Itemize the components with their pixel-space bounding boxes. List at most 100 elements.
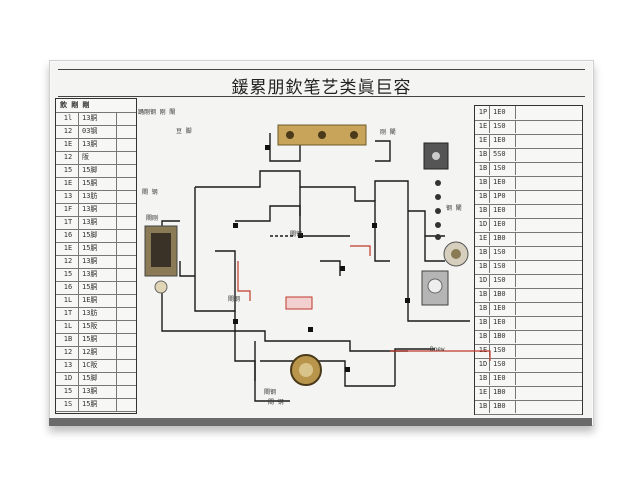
indicator-dot-5 [435, 234, 441, 240]
left-table-cell-value: 13胴 [80, 255, 117, 268]
indicator-dot-1 [435, 180, 441, 186]
title-top-rule [58, 69, 585, 70]
right-table-cell-value: 1E0 [491, 372, 516, 385]
left-table-cell-id: 1l [58, 112, 79, 125]
left-table-cell-id: 1D [58, 372, 79, 385]
indicator-dot-2 [435, 194, 441, 200]
left-table-cell-value: 15胴 [80, 398, 117, 411]
wire-right-vertical [374, 180, 409, 301]
right-table-cell-value: 1E0 [491, 204, 516, 217]
potentiometer-knob [451, 249, 461, 259]
wire-top-right [375, 140, 391, 162]
junction-8 [265, 145, 270, 150]
speaker-center [299, 363, 313, 377]
right-table-cell-value: 1B0 [491, 400, 516, 413]
right-table-cell-value: 1E0 [491, 316, 516, 329]
meter-dial [427, 278, 443, 294]
wiring-diagram [144, 124, 491, 402]
left-table-cell-id: 1B [58, 333, 79, 346]
left-table-cell-id: 1E [58, 138, 79, 151]
junction-6 [345, 367, 350, 372]
board-title: 鍰累朋欽笔艺类眞巨容 [231, 78, 412, 98]
right-table-cell-id: 1D [477, 218, 490, 231]
wire-lower-h [195, 330, 408, 352]
left-table-cell-id: 1L [58, 320, 79, 333]
label-bottom-right: Bnew [430, 346, 445, 353]
right-table-cell-id: 1E [477, 134, 490, 147]
right-table-cell-value: 1B0 [491, 330, 516, 343]
right-table-cell-id: 1B [477, 162, 490, 175]
left-table-cell-value: 13胴 [80, 268, 117, 281]
left-table-cell-value: 13胴 [80, 112, 117, 125]
left-table-cell-id: 15 [58, 385, 79, 398]
label-top-left: 踊剛钢 刚 閘 [138, 109, 176, 116]
right-table-cell-id: 1E [477, 120, 490, 133]
left-table-cell-id: 13 [58, 359, 79, 372]
wire-bottom-right [394, 348, 435, 386]
right-table-cell-value: 1B0 [491, 386, 516, 399]
right-table-cell-id: 1D [477, 274, 490, 287]
left-table-cell-value: 13肪 [80, 190, 117, 203]
left-table-cell-value: 03钢 [80, 125, 117, 138]
right-table-cell-value: 1E0 [491, 302, 516, 315]
junction-4 [233, 319, 238, 324]
title-bottom-rule [58, 96, 585, 97]
red-wire-bottom [390, 350, 491, 361]
terminal-screw-1 [286, 131, 294, 139]
left-table-cell-value: 15胴 [80, 281, 117, 294]
right-table-cell-id: 1B [477, 372, 490, 385]
toggle-switch-knob [432, 152, 440, 160]
wire-right-to-pot [424, 236, 445, 262]
left-table-cell-value: 13胴 [80, 138, 117, 151]
right-table-cell-value: 1S0 [491, 274, 516, 287]
wire-bottom [260, 360, 395, 387]
terminal-screw-3 [350, 131, 358, 139]
junction-9 [340, 266, 345, 271]
fuse-box [285, 296, 313, 310]
right-table-cell-id: 1B [477, 246, 490, 259]
left-table-cell-value: 13胴 [80, 216, 117, 229]
right-table-cell-id: 1P [477, 106, 490, 119]
indicator-dot-4 [435, 222, 441, 228]
right-table-cell-value: 1S0 [491, 246, 516, 259]
right-table-cell-id: 1B [477, 302, 490, 315]
left-table-cell-value: 12胴 [80, 346, 117, 359]
left-table-cell-id: 13 [58, 190, 79, 203]
right-table-cell-value: 1E0 [491, 218, 516, 231]
left-table-cell-id: 12 [58, 125, 79, 138]
red-wire-loop [237, 261, 251, 301]
red-wire-right [350, 245, 371, 256]
right-table-cell-id: 1B [477, 148, 490, 161]
junction-7 [308, 327, 313, 332]
right-table-cell-value: 1S0 [491, 260, 516, 273]
label-bottom-mid: 閘 钢 [268, 399, 284, 406]
junction-1 [233, 223, 238, 228]
right-table-cell-value: 5S0 [491, 148, 516, 161]
right-table-cell-id: 1B [477, 288, 490, 301]
left-table-cell-value: 15脚 [80, 372, 117, 385]
wire-inner [235, 205, 350, 237]
